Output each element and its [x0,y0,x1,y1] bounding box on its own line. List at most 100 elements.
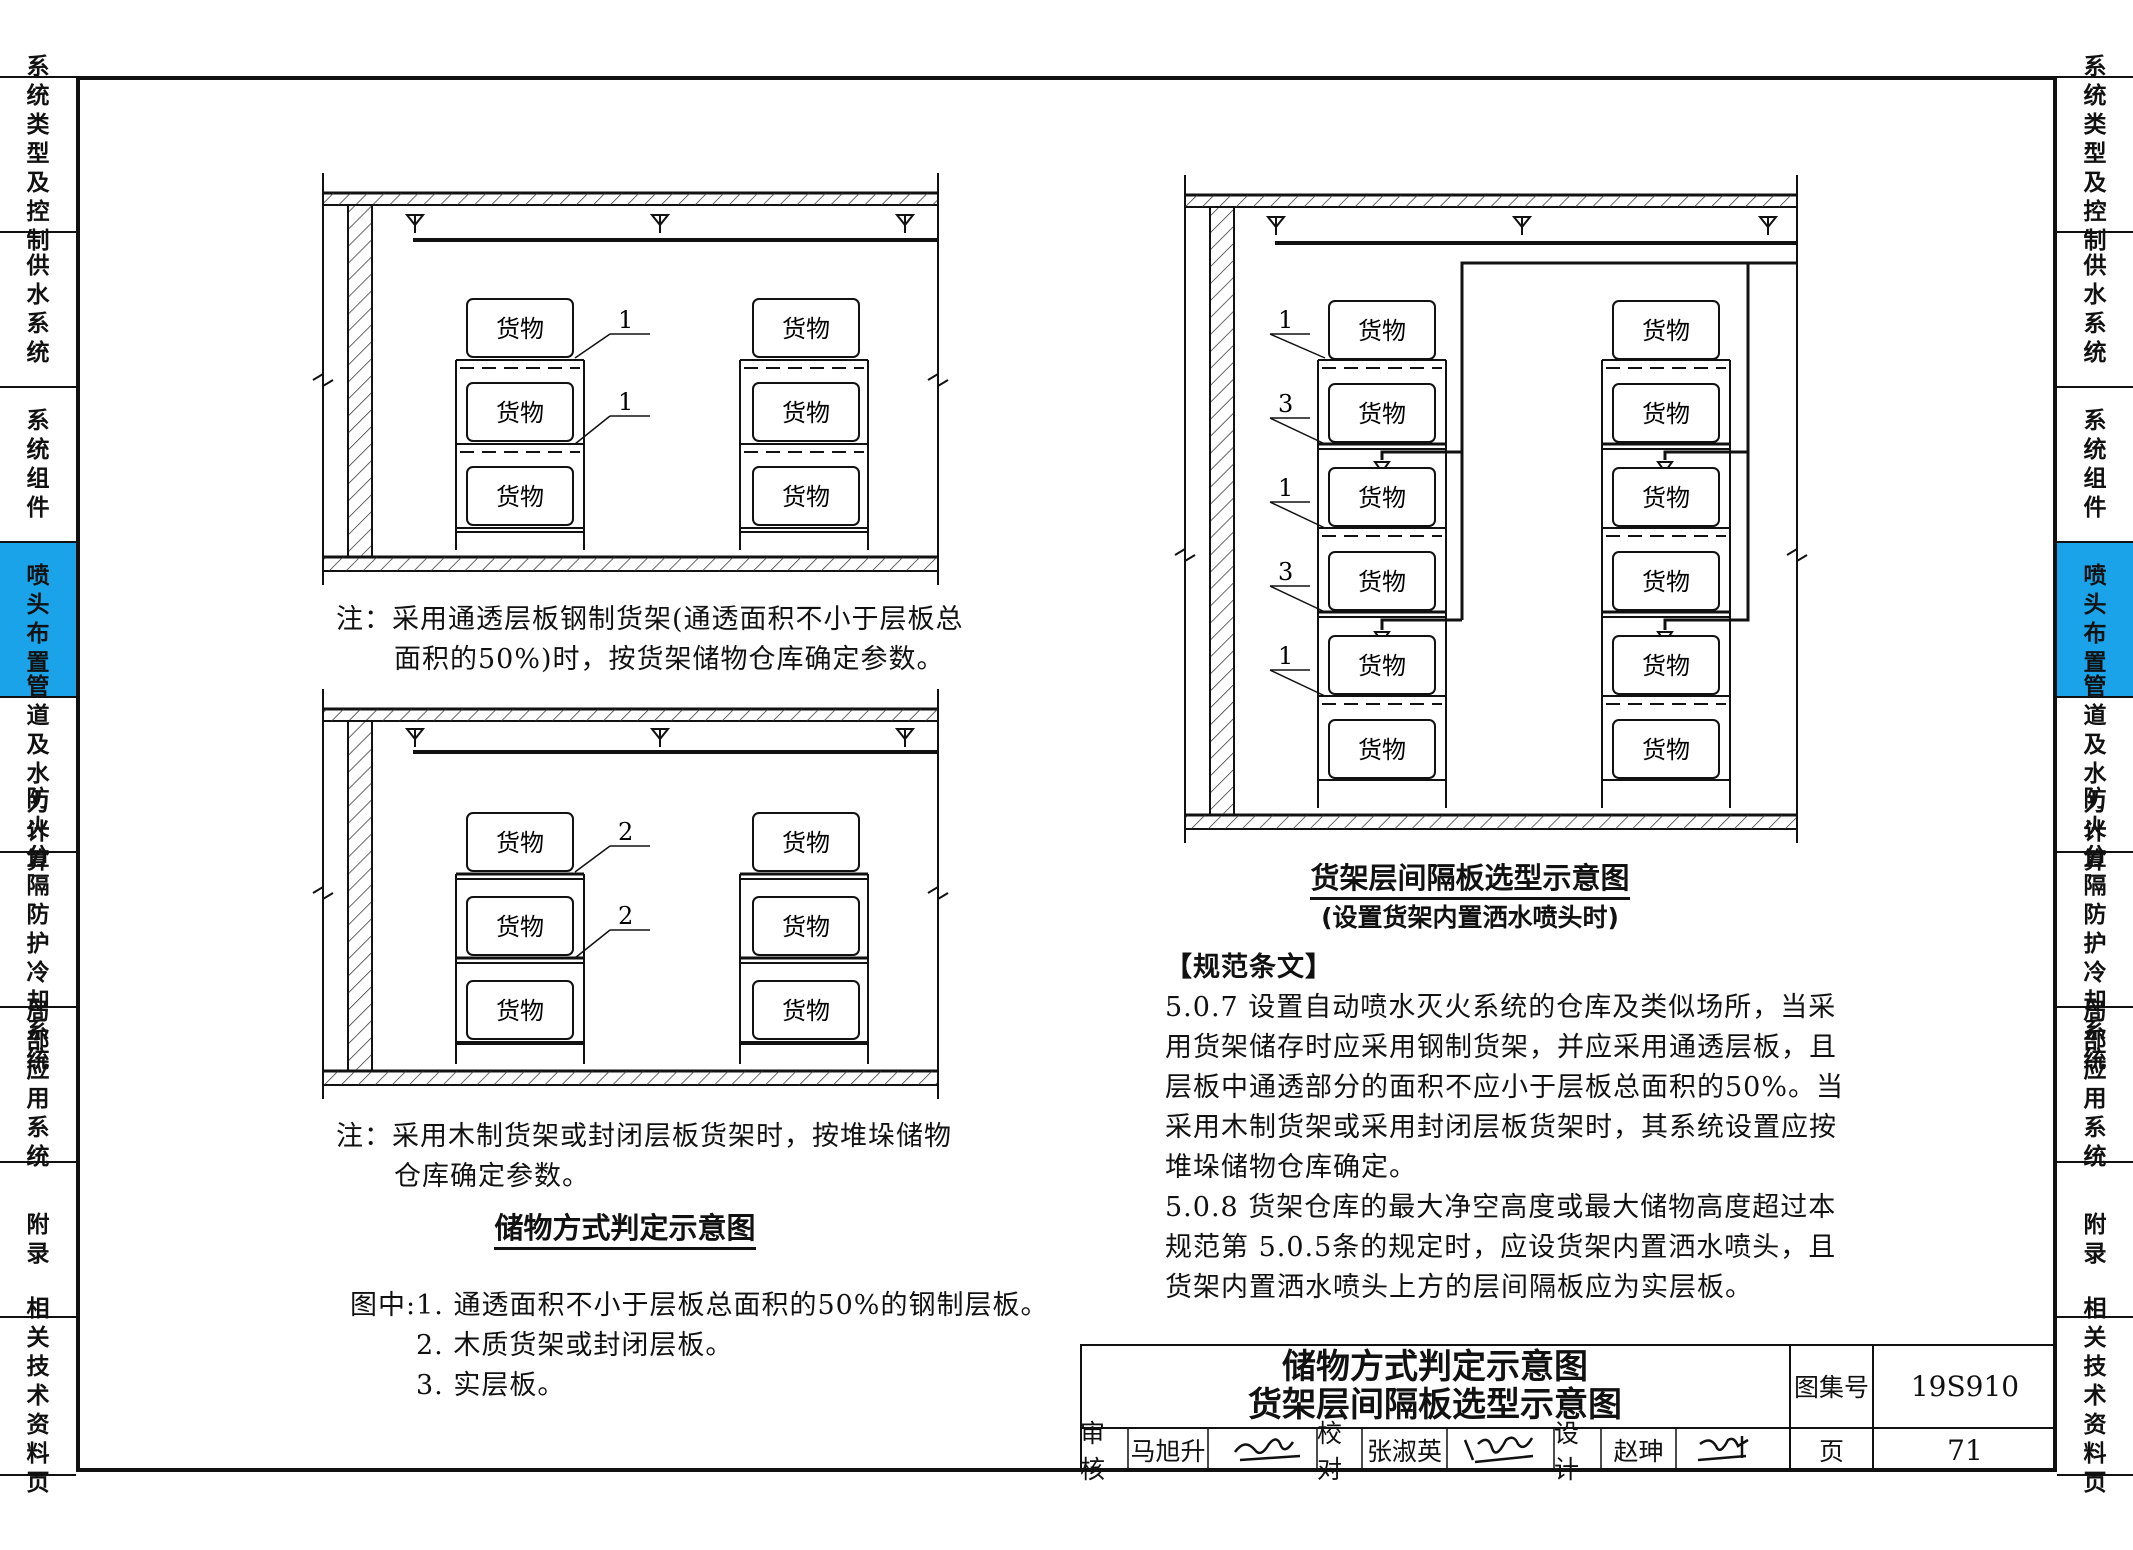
check-name: 张淑英 [1366,1437,1442,1466]
sprinkler-head [894,214,916,227]
chapter-tab-9[interactable]: 相关技术资料页 [2057,1296,2133,1496]
callout-leader [1269,585,1326,613]
caption-right-subtitle: (设置货架内置洒水喷头时) [1321,903,1619,932]
chapter-tab-label: 系统类型及控制 [26,54,50,254]
spec-line-3: 层板中通透部分的面积不应小于层板总面积的50%。当 [1165,1072,1845,1103]
callout-number: 2 [618,902,633,930]
cargo-box [466,298,574,358]
callout-leader [574,929,611,959]
chapter-tab-7[interactable]: 局部应用系统 [2057,999,2133,1170]
cargo-label: 货物 [496,399,544,427]
callout-number: 3 [1278,558,1293,586]
spec-line-7: 规范第 5.0.5条的规定时，应设货架内置洒水喷头，且 [1165,1232,1837,1263]
title-block-title-line1: 储物方式判定示意图 [1282,1347,1588,1387]
wall [1209,206,1235,816]
cargo-label: 货物 [1358,400,1406,428]
callout-leader [1269,417,1326,445]
title-block: 储物方式判定示意图 货架层间隔板选型示意图 图集号 19S910 页 71 审核… [1080,1344,2057,1484]
atlas-label: 图集号 [1793,1373,1869,1402]
break-mark [1174,547,1196,563]
chapter-tab-3[interactable]: 系统组件 [0,388,76,543]
floor-hatch [323,1071,938,1085]
chapter-tab-6[interactable]: 防火分隔防护冷却系统 [0,786,76,1073]
cargo-box [1328,383,1436,443]
cargo-label: 货物 [496,829,544,857]
page-label: 页 [1818,1437,1844,1466]
cargo-box [1612,383,1720,443]
cargo-label: 货物 [782,997,830,1025]
chapter-tab-6[interactable]: 防火分隔防护冷却系统 [2057,786,2133,1073]
chapter-tab-label: 附录 [2083,1211,2107,1267]
caption-left-text: 储物方式判定示意图 [494,1211,756,1250]
cargo-label: 货物 [1358,568,1406,596]
legend-item-1: 1. 通透面积不小于层板总面积的50%的钢制层板。 [416,1290,1049,1321]
cargo-box [1612,719,1720,779]
note1-line1: 注：采用通透层板钢制货架(通透面积不小于层板总 [336,604,964,635]
cargo-box [1612,635,1720,695]
cargo-label: 货物 [1642,652,1690,680]
sprinkler-head [1265,216,1287,229]
chapter-tab-label: 系统类型及控制 [2083,54,2107,254]
atlas-number: 19S910 [1910,1369,2020,1403]
chapter-tab-8[interactable]: 附录 [0,1163,76,1318]
note2-line2: 仓库确定参数。 [394,1161,590,1192]
caption-left: 储物方式判定示意图 [480,1205,770,1250]
cargo-box [1612,551,1720,611]
chapter-tab-4[interactable]: 喷头布置 [0,543,76,698]
chapter-tab-1[interactable]: 系统类型及控制 [2057,54,2133,254]
sprinkler-head [649,728,671,741]
sprinkler-head [649,214,671,227]
chapter-tab-5[interactable]: 管道及水力计算 [2057,674,2133,874]
chapter-tab-7[interactable]: 局部应用系统 [0,999,76,1170]
cargo-label: 货物 [782,399,830,427]
in-rack-pipe [1380,261,1797,460]
chapter-tab-9[interactable]: 相关技术资料页 [0,1296,76,1496]
chapter-tab-3[interactable]: 系统组件 [2057,388,2133,543]
cargo-box [1328,635,1436,695]
callout-leader [1269,501,1326,529]
caption-right-title: 货架层间隔板选型示意图 [1290,855,1650,900]
cargo-box [1328,300,1436,360]
callout-number: 1 [1278,474,1293,502]
spec-line-4: 采用木制货架或采用封闭层板货架时，其系统设置应按 [1165,1112,1837,1143]
in-rack-pipe [1663,452,1750,630]
chapter-tab-label: 供水系统 [26,252,50,366]
cargo-label: 货物 [1358,484,1406,512]
callout-leader [1269,333,1326,359]
cargo-label: 货物 [1358,736,1406,764]
ceiling-hatch [323,193,938,205]
chapter-tab-4[interactable]: 喷头布置 [2057,543,2133,698]
callout-number: 1 [618,388,633,416]
chapter-tab-label: 喷头布置 [26,562,50,676]
callout-number: 1 [618,306,633,334]
chapter-tab-2[interactable]: 供水系统 [0,233,76,388]
right-chapter-tabs: 系统类型及控制供水系统系统组件喷头布置管道及水力计算防火分隔防护冷却系统局部应用… [2057,54,2133,1496]
callout-leader [574,415,611,445]
break-mark [312,372,334,388]
sprinkler-head [1757,216,1779,229]
cargo-box [752,812,860,872]
wall [347,720,373,1072]
break-mark [927,885,949,901]
callout-leader [1269,669,1326,697]
chapter-tab-8[interactable]: 附录 [2057,1163,2133,1318]
cargo-label: 货物 [782,913,830,941]
cargo-label: 货物 [1642,568,1690,596]
chapter-tab-1[interactable]: 系统类型及控制 [0,54,76,254]
chapter-tab-5[interactable]: 管道及水力计算 [0,674,76,874]
ceiling-hatch [323,709,938,721]
cargo-label: 货物 [782,483,830,511]
cargo-box [466,382,574,442]
chapter-tab-2[interactable]: 供水系统 [2057,233,2133,388]
chapter-tab-label: 喷头布置 [2083,562,2107,676]
sprinkler-head [894,728,916,741]
break-mark [927,372,949,388]
spec-line-6: 5.0.8 货架仓库的最大净空高度或最大储物高度超过本 [1165,1192,1837,1223]
cargo-label: 货物 [1642,736,1690,764]
sprinkler-head [404,728,426,741]
chapter-tab-label: 防火分隔防护冷却系统 [2083,785,2107,1073]
note1-line2: 面积的50%)时，按货架储物仓库确定参数。 [394,644,945,675]
cargo-box [1328,551,1436,611]
spec-heading: 【规范条文】 [1165,952,1333,983]
